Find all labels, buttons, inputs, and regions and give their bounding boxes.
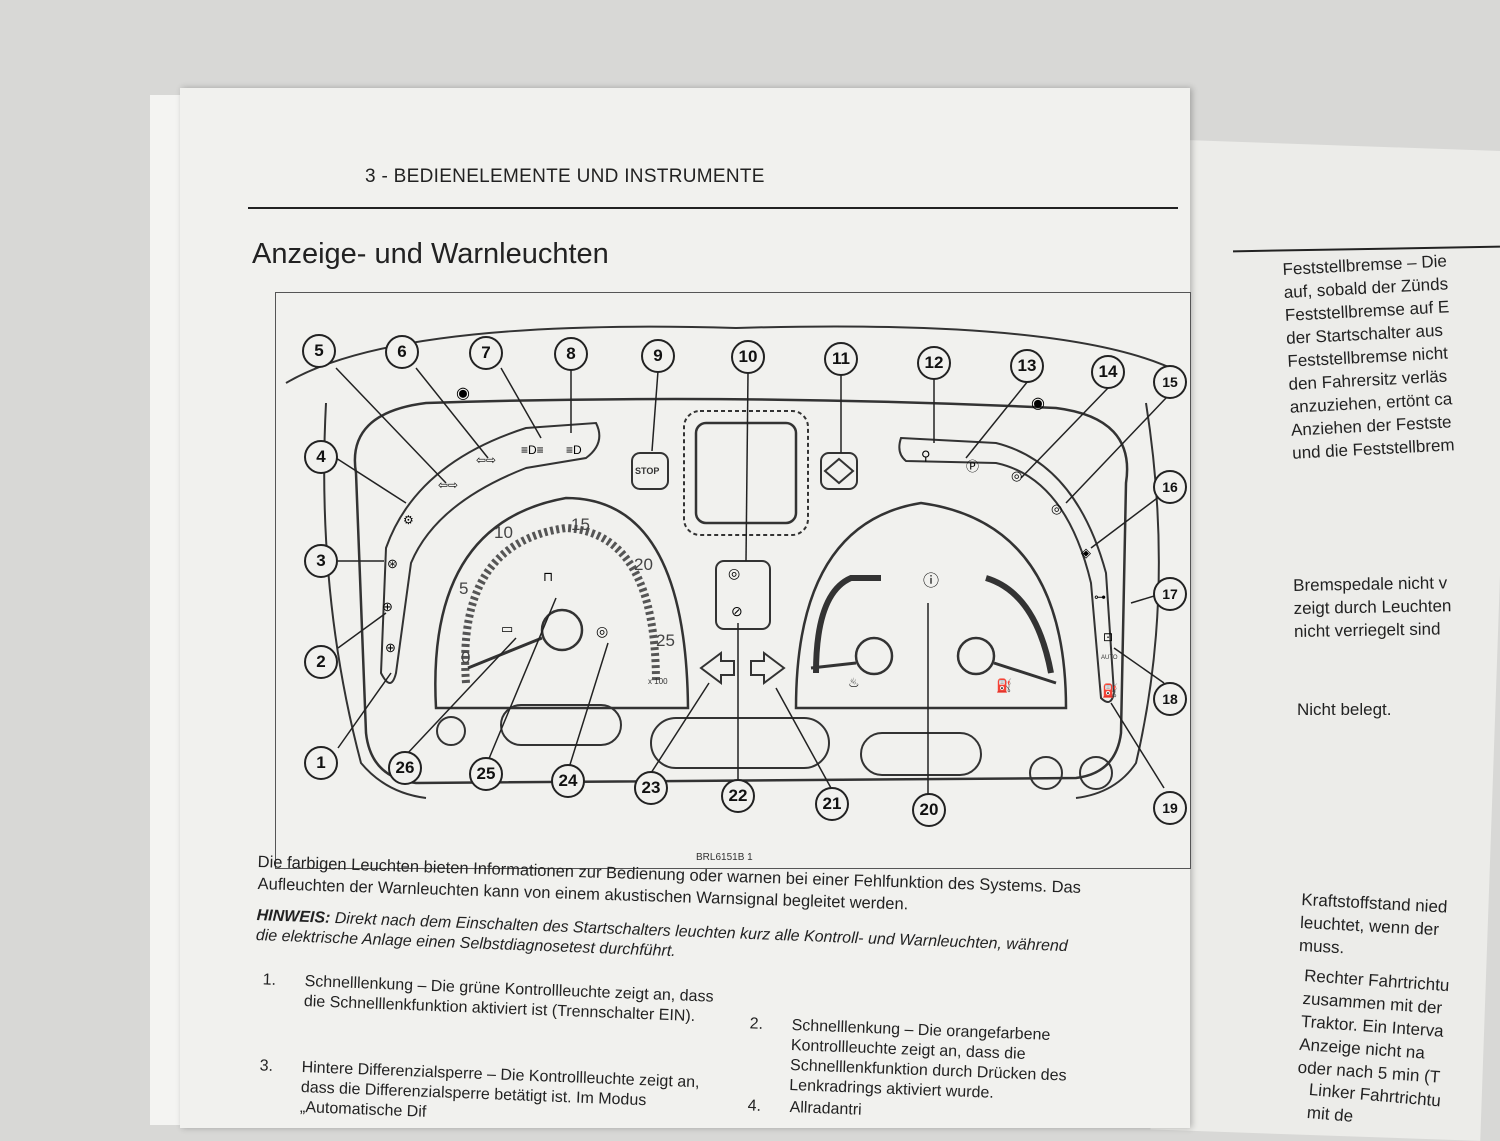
lower-button-center [650, 717, 830, 769]
callout-1: 1 [304, 746, 338, 780]
figure-code: BRL6151B 1 [696, 852, 753, 863]
hydraulic-filter-icon: ◎ [1051, 501, 1063, 516]
left-turn-arrow [699, 651, 735, 685]
callout-6: 6 [385, 335, 419, 369]
callout-12: 12 [917, 346, 951, 380]
tach-number-0: 0 [461, 648, 471, 667]
callout-25: 25 [469, 757, 503, 791]
callout-20: 20 [912, 793, 946, 827]
parking-brake-icon: Ⓟ [966, 459, 980, 474]
battery-icon: ▭ [501, 621, 514, 636]
right-item-line: Nicht belegt. [1297, 700, 1392, 719]
header-rule [248, 207, 1178, 209]
turn-signal-tractor-icon: ⇦⇨ [476, 453, 497, 467]
callout-18: 18 [1153, 682, 1187, 716]
turn-signal-trailer-icon: ⇦⇨ [438, 478, 459, 492]
callout-17: 17 [1153, 577, 1187, 611]
auto-label: AUTO [1101, 655, 1118, 661]
center-indicator-column [715, 560, 771, 630]
four-wheel-drive-icon: ⚙ [403, 513, 414, 527]
callout-24: 24 [551, 764, 585, 798]
knob-right-2 [1079, 756, 1113, 790]
callout-13: 13 [1010, 349, 1044, 383]
tach-number-5: 5 [459, 579, 469, 598]
tach-unit: x 100 [648, 677, 668, 686]
callout-2: 2 [304, 645, 338, 679]
callout-5: 5 [302, 334, 336, 368]
oil-pressure-icon: ⊓ [543, 569, 554, 584]
knob-right-1 [1029, 756, 1063, 790]
coolant-temp-icon: ♨ [848, 675, 860, 690]
tach-number-15: 15 [571, 515, 590, 534]
pto-auto-icon: ⊡ [1103, 630, 1114, 644]
right-gauge-housing [794, 501, 1068, 710]
tach-number-20: 20 [634, 555, 653, 574]
callout-11: 11 [824, 342, 858, 376]
brake-pressure-icon: ◎ [596, 623, 609, 639]
air-filter-icon: ◎ [1011, 468, 1023, 483]
list-item-2: 2. Schnelllenkung – Die orangefarbene Ko… [749, 1015, 1067, 1102]
left-page [180, 88, 1190, 1128]
brake-pedal-icon: ⊶ [1094, 590, 1106, 604]
trailer-brake-icon: ◎ [728, 565, 741, 581]
instrument-cluster-figure: 1 2 3 4 5 6 7 8 9 10 11 12 13 14 15 16 1… [275, 292, 1191, 869]
steering-orange-icon: ⊕ [382, 599, 393, 614]
warning-lamp [820, 452, 858, 490]
right-turn-arrow [750, 651, 786, 685]
callout-4: 4 [304, 440, 338, 474]
diff-lock-icon: ⊛ [387, 556, 398, 571]
dashboard-outline [285, 325, 1182, 384]
brake-warning-icon: ⓘ [923, 573, 940, 590]
stop-lamp [631, 452, 669, 490]
callout-10: 10 [731, 340, 765, 374]
fuel-icon: ⛽ [1102, 683, 1119, 698]
tach-number-10: 10 [494, 523, 513, 542]
callout-3: 3 [304, 544, 338, 578]
stop-label: STOP [635, 466, 660, 476]
callout-14: 14 [1091, 355, 1125, 389]
callout-26: 26 [388, 751, 422, 785]
callout-15: 15 [1153, 365, 1187, 399]
tachometer-housing [434, 496, 690, 710]
right-item-17: 17.Nicht belegt. [1297, 698, 1500, 721]
knob-left [436, 716, 466, 746]
fuel-gauge-hub [956, 636, 996, 676]
fuel-level-icon: ⛽ [996, 678, 1013, 693]
section-title: Anzeige- und Warnleuchten [252, 238, 609, 270]
note-label: HINWEIS: [256, 906, 331, 927]
lower-button-left [500, 704, 622, 746]
callout-7: 7 [469, 336, 503, 370]
engine-speed-icon: ⊘ [731, 603, 743, 619]
eye-icon-right: ◉ [1031, 395, 1045, 412]
callout-8: 8 [554, 337, 588, 371]
page-header: 3 - BEDIENELEMENTE UND INSTRUMENTE [365, 166, 765, 187]
eye-icon: ◉ [456, 385, 470, 402]
glow-plug-icon: ◈ [1081, 545, 1091, 560]
callout-16: 16 [1153, 470, 1187, 504]
callout-9: 9 [641, 339, 675, 373]
callout-19: 19 [1153, 791, 1187, 825]
callout-21: 21 [815, 787, 849, 821]
high-beam-icon: ≡D [566, 443, 582, 457]
lower-button-right [860, 732, 982, 776]
temp-gauge-hub [854, 636, 894, 676]
cluster-drawing [285, 325, 1182, 799]
seat-icon: ⚲ [921, 448, 931, 463]
low-beam-icon: ≡D≡ [521, 443, 544, 457]
callout-23: 23 [634, 771, 668, 805]
tach-number-25: 25 [656, 631, 675, 650]
callout-22: 22 [721, 779, 755, 813]
steering-green-icon: ⊕ [385, 640, 396, 655]
right-item-line: nicht verriegelt sind [1293, 619, 1441, 641]
cluster-bezel [353, 397, 1129, 785]
